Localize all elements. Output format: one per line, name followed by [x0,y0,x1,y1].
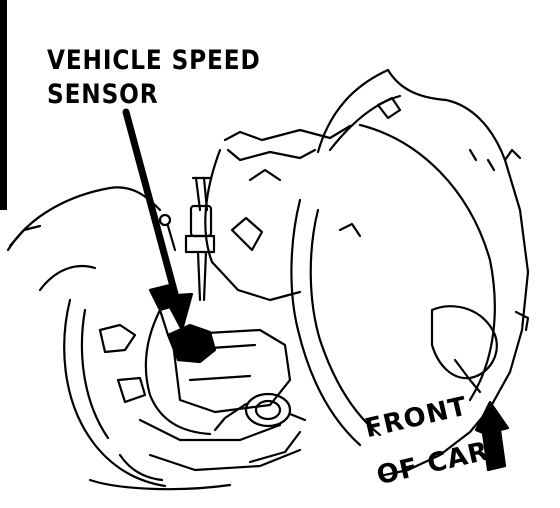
sensor-connector [158,176,216,302]
vss-label-line2: SENSOR [47,79,159,110]
transaxle-case [118,124,352,482]
front-of-car-arrow-icon [474,400,510,472]
output-shaft [213,392,307,432]
vehicle-speed-sensor-label: VEHICLE SPEED SENSOR [47,44,261,112]
page-edge-bar [0,0,7,210]
vss-label-line1: VEHICLE SPEED [47,45,261,76]
vss-leader-arrow [122,108,194,332]
bell-housing [290,68,530,478]
